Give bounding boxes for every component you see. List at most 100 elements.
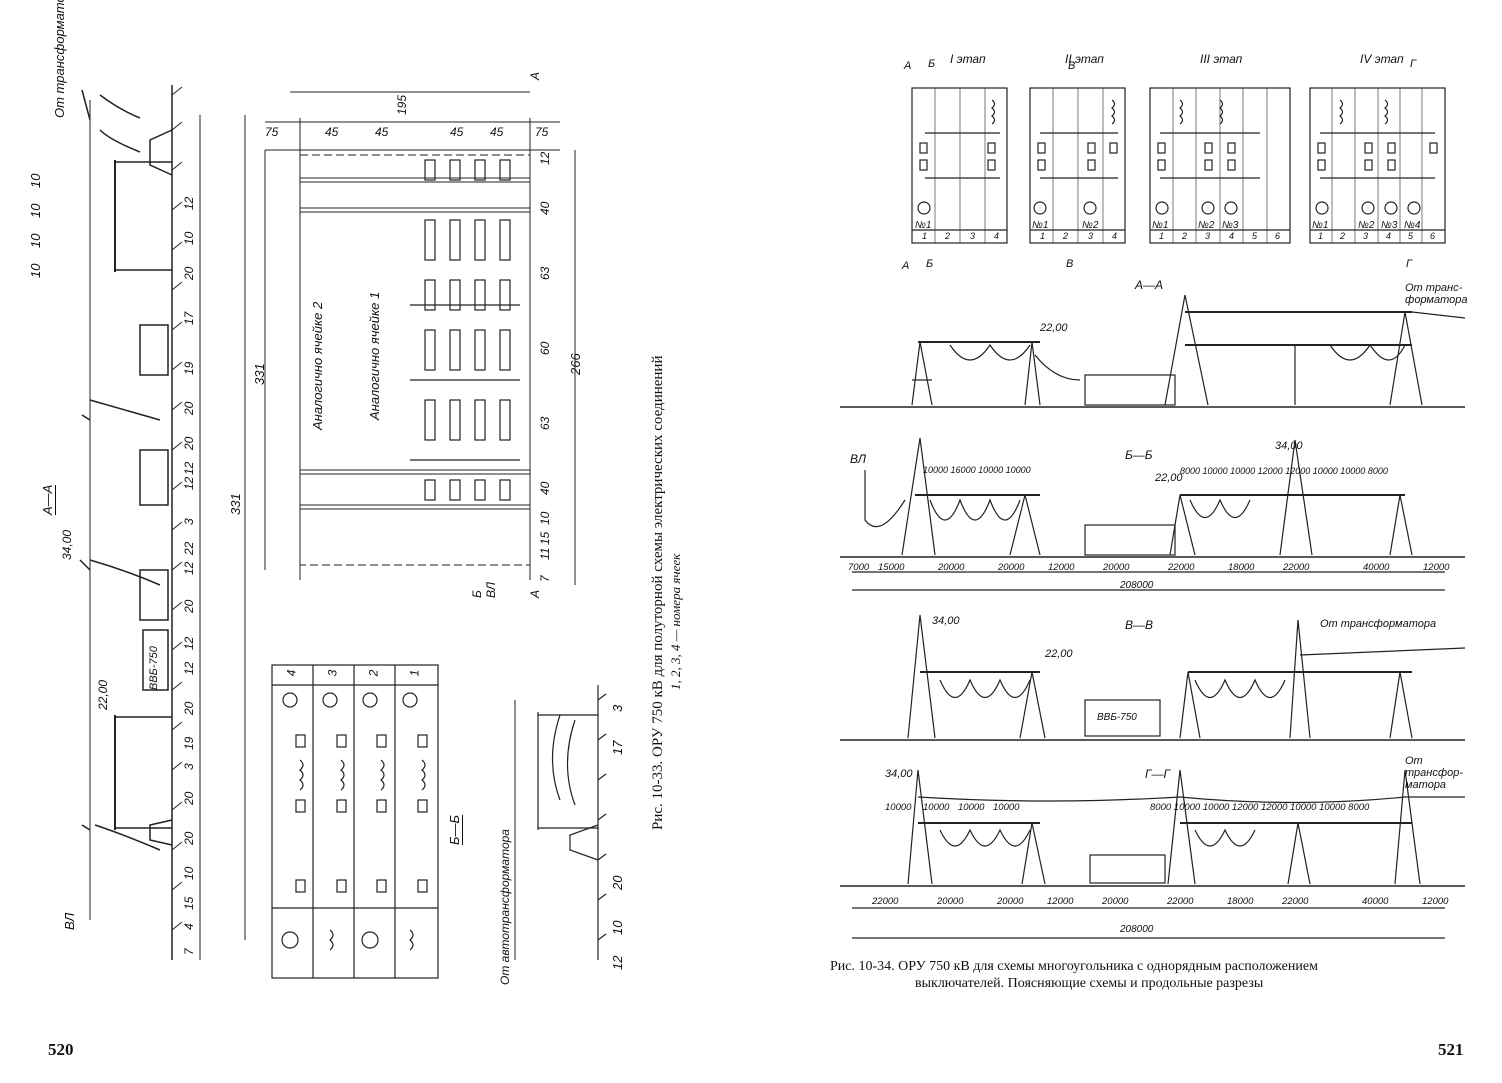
span-value: 10000 <box>923 465 949 475</box>
caption-line-2: выключателей. Поясняющие схемы и продоль… <box>915 976 1264 991</box>
label-from-autotransformer: От автотрансформатора <box>498 829 512 985</box>
dim-bb-value: 10 <box>610 920 625 935</box>
dims-aa: 12 10 20 17 19 20 20 12 12 3 22 12 20 12… <box>178 85 204 965</box>
cell-numbers: 4 3 2 1 <box>272 666 438 684</box>
dim-bb-value: 12 <box>610 955 625 970</box>
span-value: 10000 <box>1312 466 1338 476</box>
dim-aa-value: 12 <box>182 476 196 490</box>
dim-value: 22000 <box>1168 562 1195 573</box>
figure-caption-10-34: Рис. 10-34. ОРУ 750 кВ для схемы многоуг… <box>830 958 1470 992</box>
span-value: 10000 <box>958 802 985 813</box>
span-value: 10000 <box>993 802 1020 813</box>
plan-side-dim: 60 <box>538 341 552 355</box>
dim-aa-value: 15 <box>182 896 196 910</box>
stage-cell: 3 <box>1363 231 1369 241</box>
tr-label: №2 <box>1358 220 1375 231</box>
plan-side-dim: 40 <box>538 481 552 495</box>
dim-aa-value: 20 <box>182 401 196 415</box>
span-value: 10000 <box>1173 802 1201 813</box>
dim-aa-value: 12 <box>182 636 196 650</box>
dim-value: 20000 <box>938 562 965 573</box>
stage-cell: 2 <box>1340 231 1346 241</box>
stage-cell: 6 <box>1275 231 1281 241</box>
dim-value: 20000 <box>1103 562 1130 573</box>
dim-aa-value: 3 <box>182 518 196 525</box>
dim-bb-value: 17 <box>610 740 625 755</box>
marker-v: В <box>1068 60 1076 72</box>
tr-label: №1 <box>1032 220 1049 231</box>
section-bb-small <box>514 685 607 960</box>
tr-label: №1 <box>1312 220 1329 231</box>
right-page: I этап II этап III этап IV этап А Б А Б … <box>740 0 1502 1083</box>
dim-top-value: 10 <box>28 203 43 218</box>
section-gg-elev-top: 34,00 <box>885 768 913 780</box>
tr-label: №4 <box>1404 220 1421 231</box>
plan-view <box>264 91 576 585</box>
dim-value: 12000 <box>1423 562 1450 573</box>
dim-value: 22000 <box>872 896 899 907</box>
tr-label: №1 <box>1152 220 1169 231</box>
dim-aa-value: 20 <box>182 831 196 845</box>
dim-line-331-left <box>199 115 246 960</box>
cell-schematic <box>271 664 439 979</box>
dim-value: 22000 <box>1283 562 1310 573</box>
span-value: 10000 <box>1202 802 1230 813</box>
section-aa-elevation: 22,00 <box>1040 322 1068 334</box>
plan-side-dim: 15 <box>538 531 552 545</box>
section-gg-note: От трансфор-матора <box>1405 755 1464 791</box>
dim-aa-value: 3 <box>182 763 196 770</box>
cell-number: 1 <box>407 669 422 677</box>
marker-g-bottom: Г <box>1406 258 1412 270</box>
span-value: 16000 <box>950 465 976 475</box>
span-value: 12000 <box>1285 466 1311 476</box>
section-gg-title: Г—Г <box>1145 767 1171 781</box>
label-from-transformer: От трансформатора <box>52 0 67 118</box>
dims-top: 10 10 10 10 <box>28 160 68 280</box>
section-vv-title: В—В <box>1125 618 1154 632</box>
marker-b-bottom: Б <box>926 258 934 270</box>
dims-bb: 12 10 20 17 3 <box>610 690 632 980</box>
label-line-vl: ВЛ <box>62 912 77 930</box>
dim-value: 18000 <box>1228 562 1255 573</box>
dim-value: 20000 <box>937 896 964 907</box>
dim-aa-value: 12 <box>182 661 196 675</box>
label-same-as-cell2: Аналогично ячейке 2 <box>310 301 325 430</box>
dim-aa-value: 20 <box>182 599 196 613</box>
section-gg-spans-right: 8000 10000 10000 12000 12000 10000 10000… <box>1150 802 1369 813</box>
plan-marker-a-bottom: А <box>528 589 542 598</box>
plan-side-dim: 63 <box>538 266 552 280</box>
plan-side-dim: 12 <box>538 151 552 165</box>
dim-aa-value: 10 <box>182 231 196 245</box>
stage-cell: 4 <box>1386 231 1392 241</box>
plan-side-dim: 11 <box>538 547 552 560</box>
span-value: 10000 <box>1290 802 1317 813</box>
dim-value: 7000 <box>848 562 870 573</box>
tr-label: №1 <box>915 220 932 231</box>
marker-a-bottom: А <box>902 260 910 272</box>
section-bb-spans-right: 8000 10000 10000 12000 12000 10000 10000… <box>1180 466 1388 476</box>
dim-value: 20000 <box>1102 896 1129 907</box>
section-bb-total: 208000 <box>1120 580 1154 591</box>
span-value: 10000 <box>1230 466 1256 476</box>
caption-line-1: Рис. 10-33. ОРУ 750 кВ для полуторной сх… <box>650 355 666 831</box>
section-bb-line: ВЛ <box>850 452 866 466</box>
tr-label: №3 <box>1222 220 1239 231</box>
dim-331-plan: 331 <box>252 363 267 385</box>
plan-side-dim: 10 <box>538 511 552 525</box>
stage-cell: 2 <box>1063 231 1069 241</box>
tr-label: №3 <box>1381 220 1398 231</box>
stage-cell: 2 <box>945 231 951 241</box>
dim-195: 195 <box>395 94 409 115</box>
cell-number: 4 <box>284 669 299 677</box>
page-number: 521 <box>1438 1040 1464 1059</box>
dim-aa-value: 20 <box>182 701 196 715</box>
dim-value: 22000 <box>1282 896 1309 907</box>
section-aa-note: От транс-форматора <box>1405 282 1468 306</box>
plan-marker-vl: ВЛ <box>484 582 498 598</box>
section-aa-title: А—А <box>1135 278 1164 292</box>
stage-schemes-svg <box>911 87 1446 244</box>
stage-cell: 2 <box>1182 231 1188 241</box>
stage-cell: 1 <box>1159 231 1165 241</box>
dim-aa-value: 19 <box>182 736 196 750</box>
stage-cell: 1 <box>1318 231 1324 241</box>
